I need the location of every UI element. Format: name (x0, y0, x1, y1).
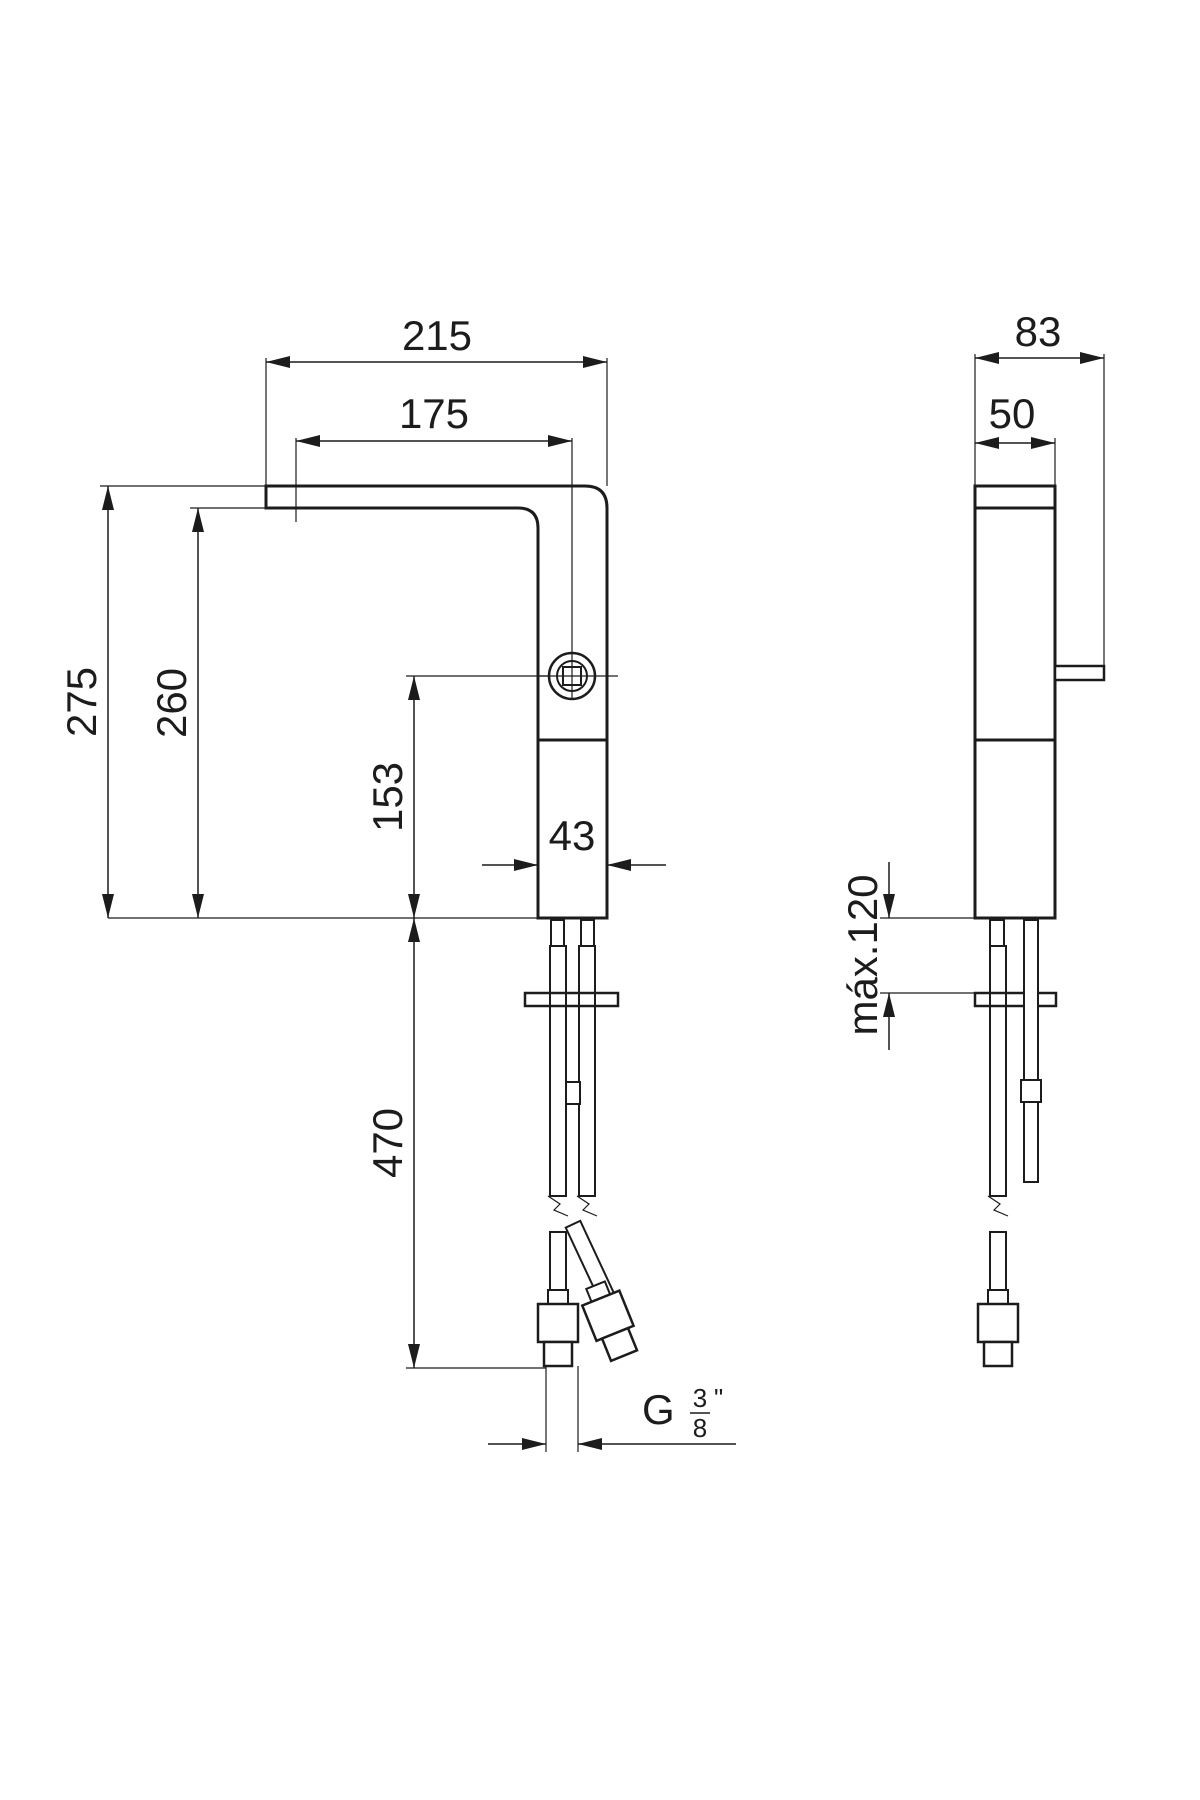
side-hoses (973, 919, 1058, 1368)
dim-max-deck-thickness: máx.120 (839, 874, 886, 1035)
side-view: 83 50 máx.120 (839, 308, 1106, 1368)
supply-hoses (523, 919, 639, 1368)
side-body (973, 484, 1057, 920)
thread-size-label: G 3 8 " (642, 1383, 723, 1443)
dim-overall-reach: 215 (402, 312, 472, 359)
mounting-plate (523, 991, 620, 1008)
front-view: 215 175 275 260 153 43 (58, 312, 736, 1452)
dim-lever-height: 153 (364, 762, 411, 832)
thread-numerator: 3 (693, 1383, 707, 1413)
dim-body-width: 43 (549, 812, 596, 859)
dim-spout-height: 260 (148, 668, 195, 738)
dim-spout-reach: 175 (399, 390, 469, 437)
dim-body-depth: 50 (989, 390, 1036, 437)
dim-overall-depth: 83 (1015, 308, 1062, 355)
dim-hose-length: 470 (364, 1108, 411, 1178)
thread-prefix: G (642, 1386, 675, 1433)
side-lever (1053, 664, 1106, 682)
thread-denominator: 8 (693, 1413, 707, 1443)
dim-overall-height: 275 (58, 667, 105, 737)
thread-suffix: " (714, 1383, 723, 1413)
